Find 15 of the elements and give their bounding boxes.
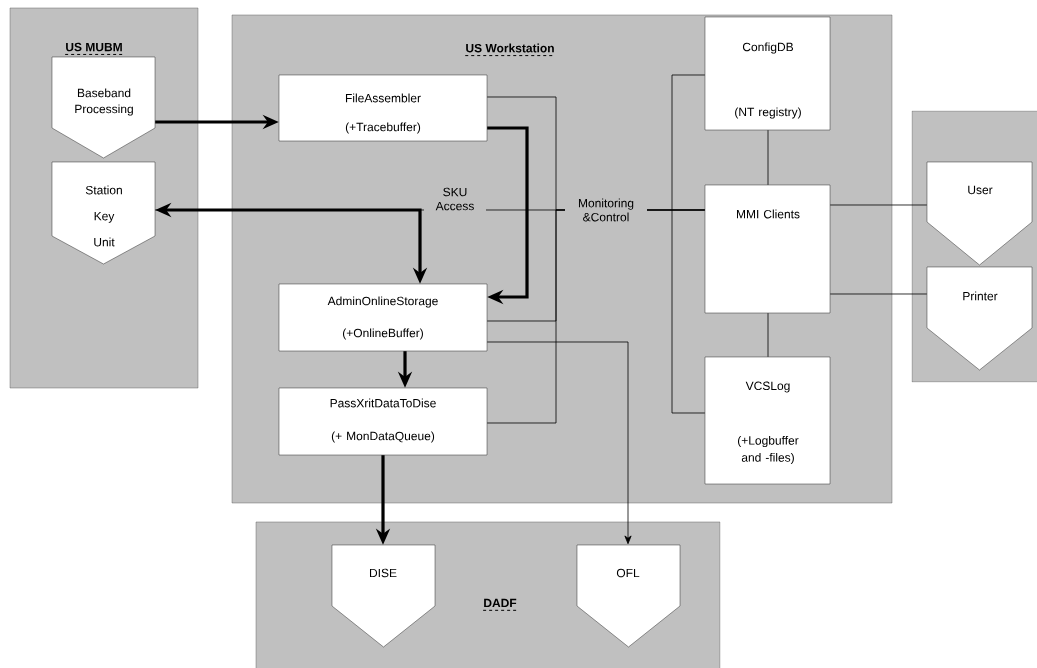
connector-line [829, 293, 928, 295]
connector-line [829, 204, 928, 206]
connector-line [767, 312, 769, 358]
process-box: VCSLog (+Logbuffer and -files) [704, 356, 831, 485]
process-box: MMI Clients [704, 184, 831, 314]
process-box: PassXritDataToDise (+ MonDataQueue) [278, 387, 488, 456]
process-box: FileAssembler (+Tracebuffer) [278, 74, 488, 142]
process-box: ConfigDB (NT registry) [704, 16, 831, 131]
edge-label: Monitoring &Control [565, 197, 647, 223]
arrow [487, 126, 529, 305]
edge-label: SKU Access [424, 186, 486, 212]
arrow [486, 341, 632, 545]
connector-line [767, 129, 769, 186]
process-box: AdminOnlineStorage (+OnlineBuffer) [278, 283, 488, 352]
connector-line [671, 74, 706, 414]
